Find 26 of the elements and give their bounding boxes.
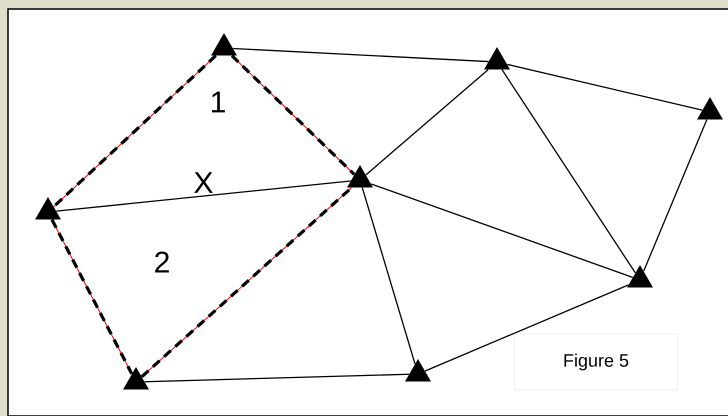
edge-line — [502, 69, 636, 274]
dashed-edge — [230, 54, 356, 176]
dashed-edge — [50, 218, 134, 375]
edge-line — [643, 119, 708, 272]
triangle-marker — [405, 359, 431, 382]
edge-line — [362, 188, 416, 364]
edge-line — [366, 69, 488, 176]
dashed-edge — [52, 54, 217, 208]
triangle-marker — [35, 197, 61, 220]
triangle-marker — [211, 33, 237, 56]
dashed-edge — [140, 186, 353, 378]
region-number: 1 — [212, 92, 225, 112]
triangle-marker — [697, 97, 723, 120]
triangle-marker — [627, 265, 653, 288]
triangle-marker — [484, 47, 510, 70]
caption-box: Figure 5 — [514, 334, 678, 390]
edge-line — [507, 64, 702, 111]
edge-line — [233, 48, 488, 62]
edge-line — [56, 180, 351, 212]
edge-line — [370, 183, 633, 278]
edge-line — [424, 284, 628, 372]
edge-label: X — [194, 172, 213, 193]
edge-line — [144, 374, 409, 382]
region-number: 2 — [155, 252, 169, 272]
triangle-marker — [347, 165, 373, 188]
triangle-marker — [123, 367, 149, 390]
